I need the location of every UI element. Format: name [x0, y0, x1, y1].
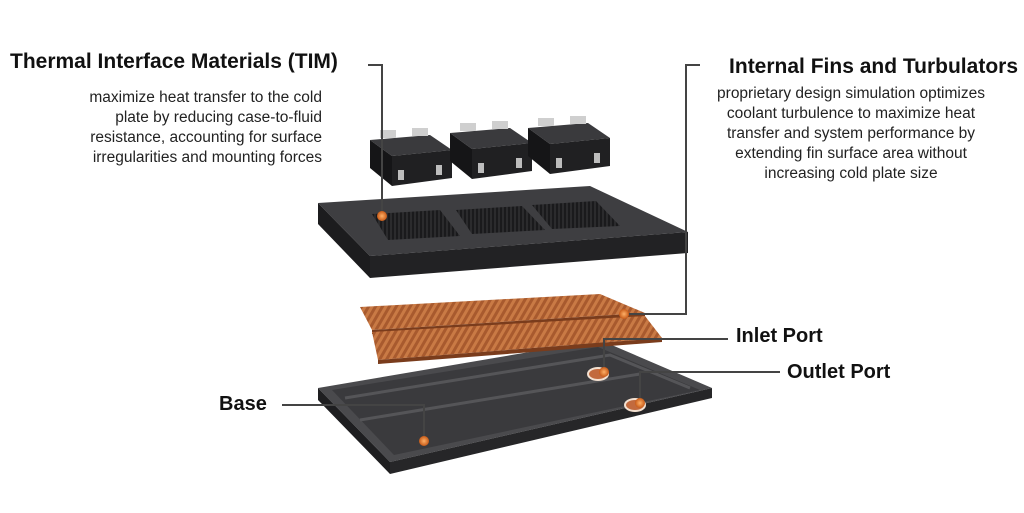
power-module-icon	[528, 116, 610, 174]
base-label: Base	[219, 393, 267, 415]
inlet-port-label: Inlet Port	[736, 325, 823, 347]
tim-desc-line: plate by reducing case-to-fluid	[115, 109, 322, 126]
power-module-icon	[370, 128, 452, 186]
base-marker	[419, 436, 429, 446]
tim-pad-2	[456, 206, 545, 234]
fin-strip-bottom	[372, 316, 662, 364]
tim-desc-line: resistance, accounting for surface	[90, 129, 322, 146]
outlet-leader-line	[639, 371, 780, 401]
tim-marker	[377, 211, 387, 221]
cover-plate	[318, 186, 688, 278]
leader-lines	[282, 64, 780, 440]
base-plate	[318, 340, 712, 474]
fins-marker	[619, 309, 629, 319]
fins-desc-line: transfer and system performance by	[726, 125, 976, 142]
tim-callout-title: Thermal Interface Materials (TIM)	[10, 50, 338, 73]
outlet-marker	[635, 398, 645, 408]
fins-desc-line: proprietary design simulation optimizes	[717, 85, 985, 102]
fins-desc-line: extending fin surface area without	[735, 145, 967, 162]
tim-desc-line: maximize heat transfer to the cold	[89, 89, 322, 106]
fins-leader-line	[624, 64, 700, 315]
fins-desc-line: increasing cold plate size	[764, 165, 938, 182]
tim-pad-1	[372, 210, 460, 240]
fins-callout-title: Internal Fins and Turbulators	[729, 55, 1018, 78]
tim-callout-description: maximize heat transfer to the cold plate…	[10, 88, 322, 168]
tim-leader-line	[368, 64, 383, 216]
fins-desc-line: coolant turbulence to maximize heat	[726, 105, 976, 122]
inlet-leader-line	[603, 338, 728, 370]
fins-callout-description: proprietary design simulation optimizes …	[686, 84, 1016, 184]
tim-desc-line: irregularities and mounting forces	[92, 149, 322, 166]
power-module-icon	[450, 121, 532, 179]
outlet-port-label: Outlet Port	[787, 361, 891, 383]
tim-pad-3	[532, 201, 620, 229]
base-leader-line	[282, 404, 425, 440]
inlet-marker	[599, 367, 609, 377]
